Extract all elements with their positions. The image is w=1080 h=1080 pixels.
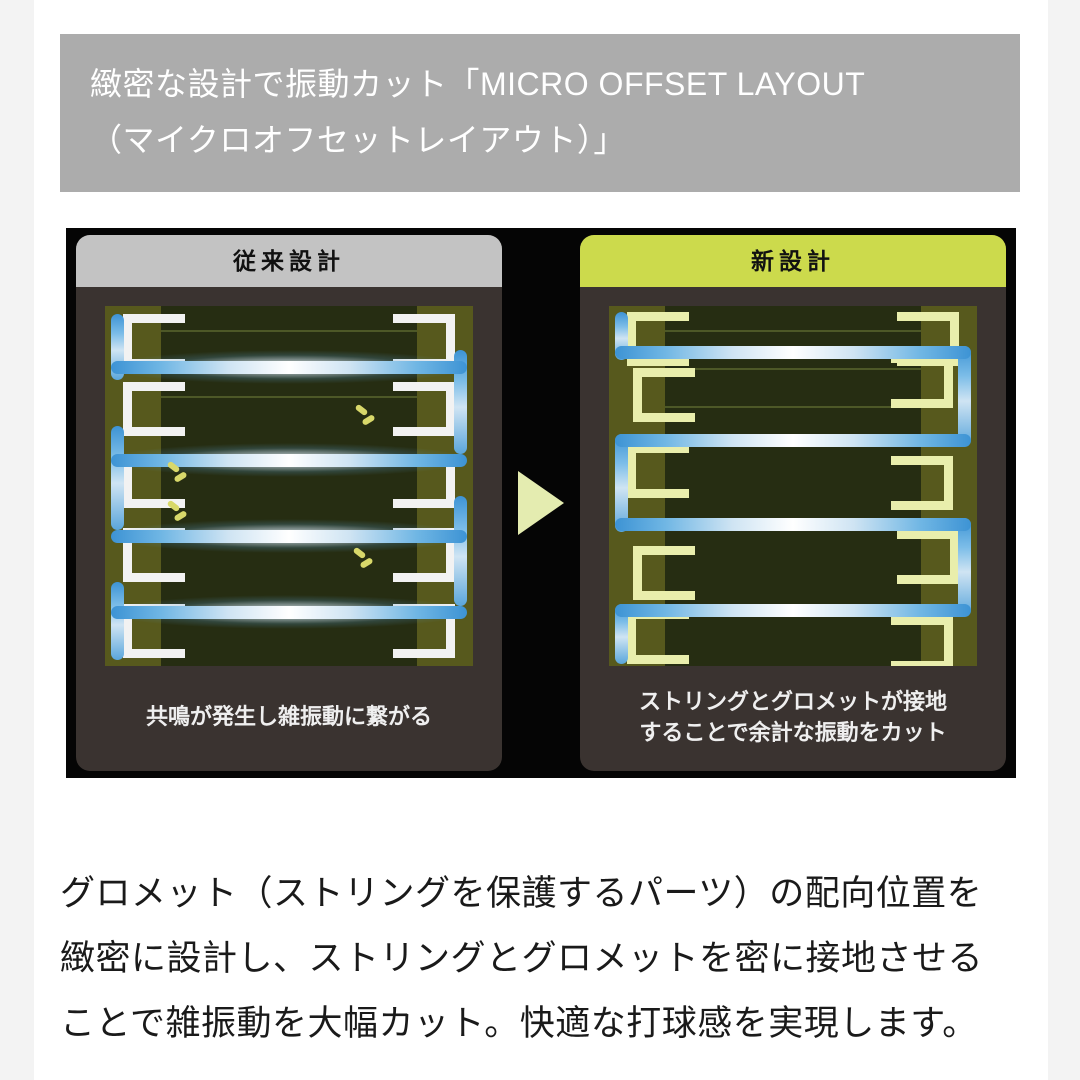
grommet-icon [633,546,695,600]
string-return [615,434,628,532]
string [111,606,467,619]
vibration-spark-icon [352,546,375,571]
panel-new-caption: ストリングとグロメットが接地 することで余計な振動をカット [638,688,947,745]
string [615,604,971,617]
vibration-spark-icon [166,460,189,485]
stringbed-diagram-new [609,306,977,666]
string [111,530,467,543]
grommet-icon [891,616,953,666]
grommet-icon [393,382,455,436]
comparison-figure: 従来設計 [66,228,1016,778]
panel-conventional-header: 従来設計 [76,235,502,287]
panel-new-header: 新設計 [580,235,1006,287]
string [111,454,467,467]
section-header-title: 緻密な設計で振動カット「MICRO OFFSET LAYOUT （マイクロオフセ… [90,66,866,158]
string-return [111,582,124,660]
section-header: 緻密な設計で振動カット「MICRO OFFSET LAYOUT （マイクロオフセ… [60,34,1020,192]
string [615,518,971,531]
guide-line [665,406,921,408]
vibration-spark-icon [354,403,377,428]
string-return [958,518,971,616]
grommet-icon [897,530,959,584]
body-paragraph: グロメット（ストリングを保護するパーツ）の配向位置を 緻密に設計し、ストリングと… [60,874,984,1043]
grommet-icon [627,444,689,498]
grommet-icon [891,354,953,408]
panel-conventional: 従来設計 [76,235,502,771]
guide-line [665,330,921,332]
stringbed-diagram-conventional [105,306,473,666]
panel-conventional-caption: 共鳴が発生し雑振動に繋がる [145,704,432,730]
string-return [111,426,124,530]
panel-new: 新設計 [580,235,1006,771]
string [615,346,971,359]
string-return [615,604,628,664]
guide-line [161,330,417,332]
string-return [454,350,467,454]
grommet-icon [627,312,689,366]
grommet-icon [633,368,695,422]
vibration-spark-icon [166,499,189,524]
guide-line [665,368,921,370]
grommet-icon [627,610,689,664]
string-return [958,346,971,446]
string [615,434,971,447]
guide-line [161,396,417,398]
string [111,361,467,374]
grommet-icon [891,456,953,510]
transition-arrow [502,228,580,778]
page-canvas: 緻密な設計で振動カット「MICRO OFFSET LAYOUT （マイクロオフセ… [34,0,1048,1080]
grommet-icon [123,382,185,436]
string-return [454,496,467,606]
play-triangle-right-icon [518,471,564,535]
